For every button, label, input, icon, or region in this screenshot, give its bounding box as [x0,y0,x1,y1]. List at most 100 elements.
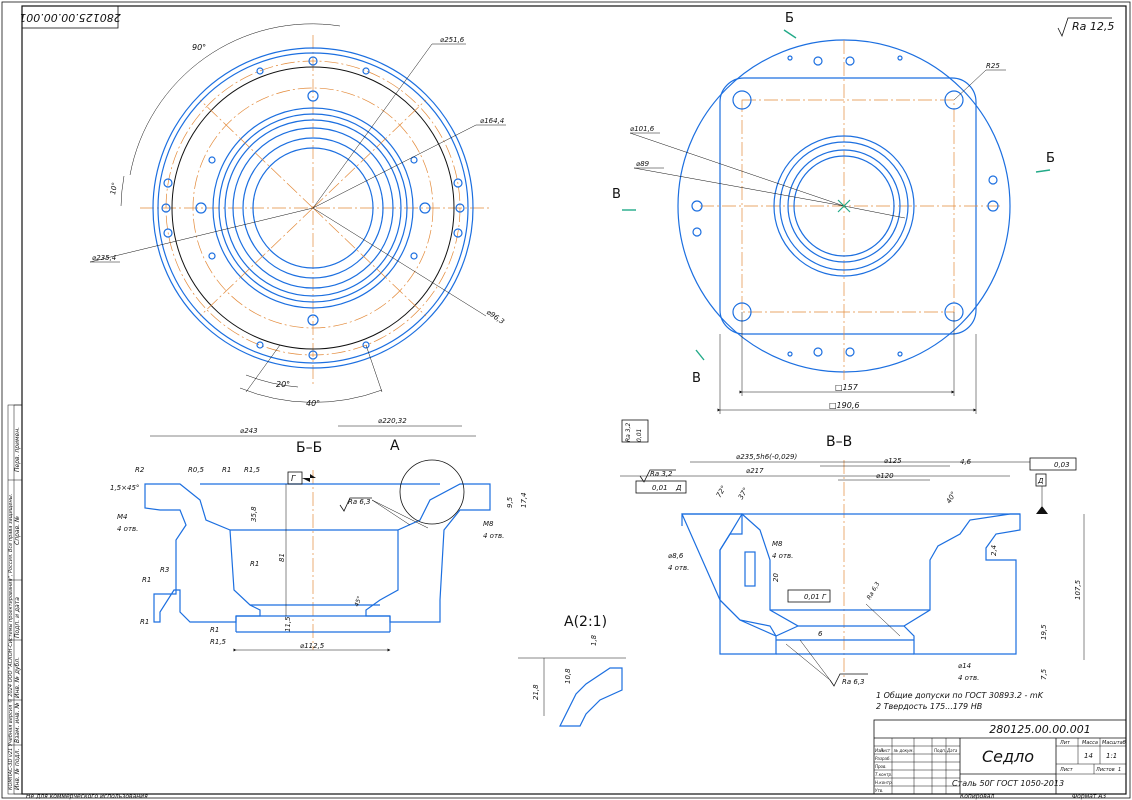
title-col-izm: Изм [875,748,883,753]
side-label-5: Взам. инв. № [14,702,21,743]
title-drawing-number: 280125.00.00.001 [989,723,1090,736]
bb-m4: M4 [117,513,128,521]
section-bb: Б–Б ⌀243 ⌀220,32 R2 R0,5 R1 R1,5 1,5×45°… [110,417,528,652]
vv-angle-40: 40° [945,490,958,505]
note-2: 2 Твердость 175...179 HB [876,702,982,711]
section-vv-title: В–В [826,434,852,450]
vv-ra32-top: Ra 3,2 [625,423,632,442]
note-1: 1 Общие допуски по ГОСТ 30893.2 - mK [876,691,1044,700]
title-sheet: Лист [1059,767,1074,773]
vv-dim-2355: ⌀235,5h6(-0,029) [736,453,797,461]
bb-dim-81: 81 [278,553,286,562]
side-label-2: Справ. № [14,516,21,545]
bb-m8-count: 4 отв. [483,532,504,540]
bb-datum-g: Г [291,474,296,483]
title-sheets: Листов [1095,767,1115,773]
bb-r15-b: R1,5 [210,638,227,646]
dim-dia-235: ⌀235,4 [92,254,116,262]
vv-dim-75: 7,5 [1040,668,1048,680]
vv-dia-14-count: 4 отв. [958,674,979,682]
footer-left: Не для коммерческого использования [26,793,148,800]
vv-ra32-left: Ra 3,2 [650,470,673,478]
dim-sq-190: □190,6 [829,401,859,410]
vv-tol-003: 0,03 [1054,461,1070,469]
dim-dia-101: ⌀101,6 [630,125,655,133]
side-label-6: Инв. № подл. [14,749,21,790]
bb-dim-95: 9,5 [506,496,514,508]
front-view-round: ⌀251,6 ⌀164,4 ⌀235,4 ⌀96,3 90° 10° 20° 4… [89,23,506,408]
title-col-lit: Лит [1059,740,1071,746]
title-col-sign: Подп. [934,748,946,753]
bb-r1: R1 [222,466,231,474]
detail-dim-18: 1,8 [590,634,598,646]
bb-r1-b: R1 [140,618,149,626]
vv-dim-20: 20 [772,573,780,582]
title-material: Сталь 50Г ГОСТ 1050-2013 [952,779,1064,788]
vv-m8-count: 4 отв. [772,552,793,560]
mirrored-stamp: 280125.00.00.001 [19,5,121,29]
bb-dim-174: 17,4 [520,492,528,508]
vv-tol-001-mid: 0,01 [804,593,820,601]
vv-dim-46: 4,6 [960,458,972,466]
dim-dia-96: ⌀96,3 [485,308,506,326]
vv-dim-120: ⌀120 [876,472,894,480]
front-view-square: R25 ⌀101,6 ⌀89 □157 □190,6 [629,39,1011,414]
vv-dim-6: 6 [818,630,823,638]
vv-angle-37: 37° [737,486,750,501]
bb-r05: R0,5 [188,466,205,474]
footer-format: Формат А3 [1072,793,1106,800]
side-strip: Перв. примен. Справ. № Подп. и дата Инв.… [7,404,23,795]
footer-copied: Копировал [960,793,994,800]
bb-m4-count: 4 отв. [117,525,138,533]
dim-dia-251: ⌀251,6 [440,36,465,44]
vv-dim-195: 19,5 [1040,624,1048,640]
detail-a: А(2:1) 1,8 10,8 21,8 [518,614,626,727]
inner-frame [21,5,1127,795]
vv-dim-1075: 107,5 [1074,579,1082,600]
vv-dia-86: ⌀8,6 [668,552,684,560]
side-label-4: Инв. № дубл. [14,657,21,698]
vv-m8: M8 [772,540,783,548]
title-col-date: Дата [946,748,958,753]
title-row-utv: Утв. [875,788,883,793]
bb-r15: R1,5 [244,466,261,474]
title-row-razrab: Разраб. [875,756,891,761]
mirrored-drawing-number: 280125.00.00.001 [19,11,120,24]
title-mass: 14 [1084,752,1093,760]
vv-dim-24: 2,4 [990,545,998,556]
title-row-prov: Пров. [875,764,887,769]
dim-sq-157: □157 [835,383,859,392]
vv-dim-217: ⌀217 [746,467,764,475]
bb-r1-d: R1 [210,626,219,634]
bb-dim-358: 35,8 [250,506,258,522]
dim-angle-10: 10° [109,182,119,196]
cut-b-right: Б [1046,151,1055,166]
bb-dim-243: ⌀243 [240,427,258,435]
section-bb-title: Б–Б [296,440,322,456]
bb-chamfer: 1,5×45° [110,484,139,492]
footer: Не для коммерческого использования Копир… [26,793,1106,800]
bb-dim-115: 11,5 [284,616,292,632]
vv-datum-d-ref: Д [675,484,682,492]
dim-r25: R25 [986,62,1000,70]
dim-dia-164: ⌀164,4 [480,117,504,125]
title-col-doc: № докум. [893,748,914,753]
notes-block: 1 Общие допуски по ГОСТ 30893.2 - mK 2 Т… [876,691,1044,711]
detail-a-title: А(2:1) [564,614,607,630]
bb-ra63: Ra 6,3 [348,498,371,506]
vv-datum-d: Д [1037,477,1044,485]
title-row-nkontr: Н.контр. [875,780,893,785]
dim-angle-40: 40° [306,399,320,408]
bb-r3: R3 [160,566,169,574]
vv-datum-g: Г [822,593,827,601]
bb-dim-220: ⌀220,32 [378,417,407,425]
section-vv: В–В ⌀235,5h6(-0,029) ⌀217 ⌀125 ⌀120 4,6 … [620,419,1085,687]
bb-m8: M8 [483,520,494,528]
detail-dim-218: 21,8 [532,684,540,700]
vv-dia-14: ⌀14 [958,662,971,670]
detail-dim-108: 10,8 [564,668,572,684]
cut-v-bottom: В [692,371,701,386]
title-block: 280125.00.00.001 Седло Сталь 50Г ГОСТ 10… [873,719,1127,795]
